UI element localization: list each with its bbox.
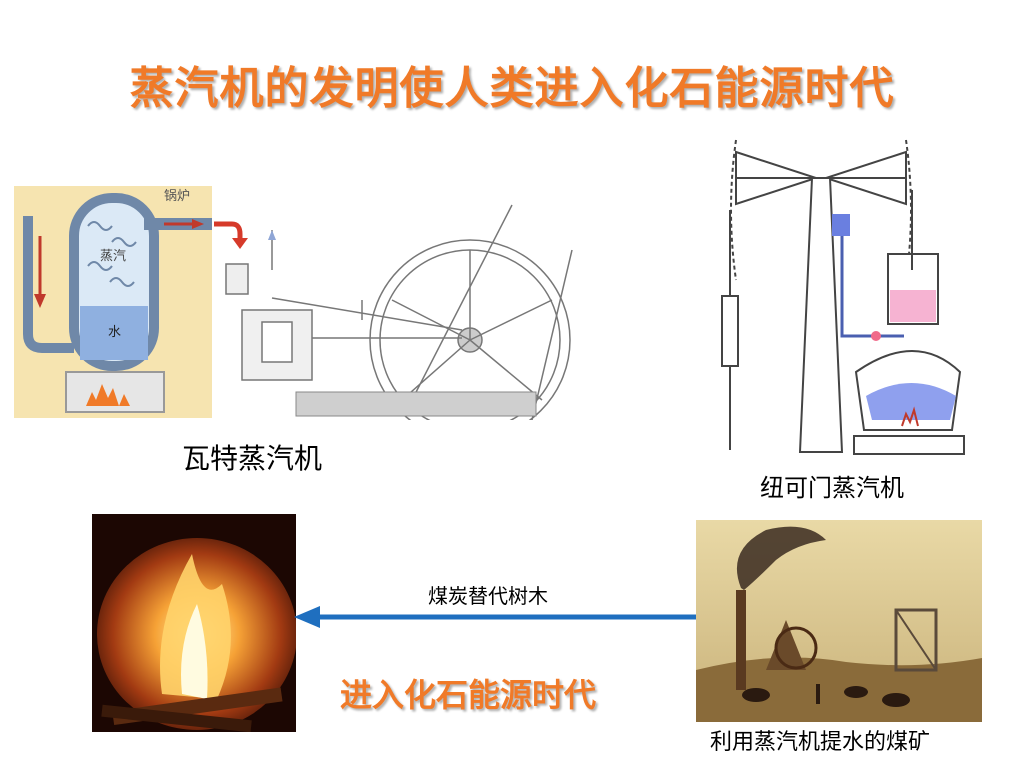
steam-label: 蒸汽 bbox=[100, 249, 126, 264]
newcomen-caption: 纽可门蒸汽机 bbox=[760, 474, 904, 502]
boiler-diagram: 锅炉 蒸汽 水 bbox=[14, 186, 212, 418]
arrow-label: 煤炭替代树木 bbox=[428, 584, 548, 608]
slide-subtitle: 进入化石能源时代 bbox=[340, 676, 597, 714]
fire-photo bbox=[92, 514, 296, 732]
left-arrow-icon bbox=[294, 606, 698, 628]
coal-mine-painting bbox=[696, 520, 982, 722]
watt-engine-drawing bbox=[225, 204, 573, 420]
water-label: 水 bbox=[108, 325, 121, 340]
red-arrow-icon bbox=[214, 221, 248, 249]
newcomen-engine-drawing bbox=[721, 139, 965, 455]
slide-title: 蒸汽机的发明使人类进入化石能源时代 bbox=[129, 63, 895, 114]
watt-caption: 瓦特蒸汽机 bbox=[182, 442, 323, 475]
boiler-label: 锅炉 bbox=[164, 188, 190, 204]
coal-mine-caption: 利用蒸汽机提水的煤矿 bbox=[710, 730, 931, 755]
